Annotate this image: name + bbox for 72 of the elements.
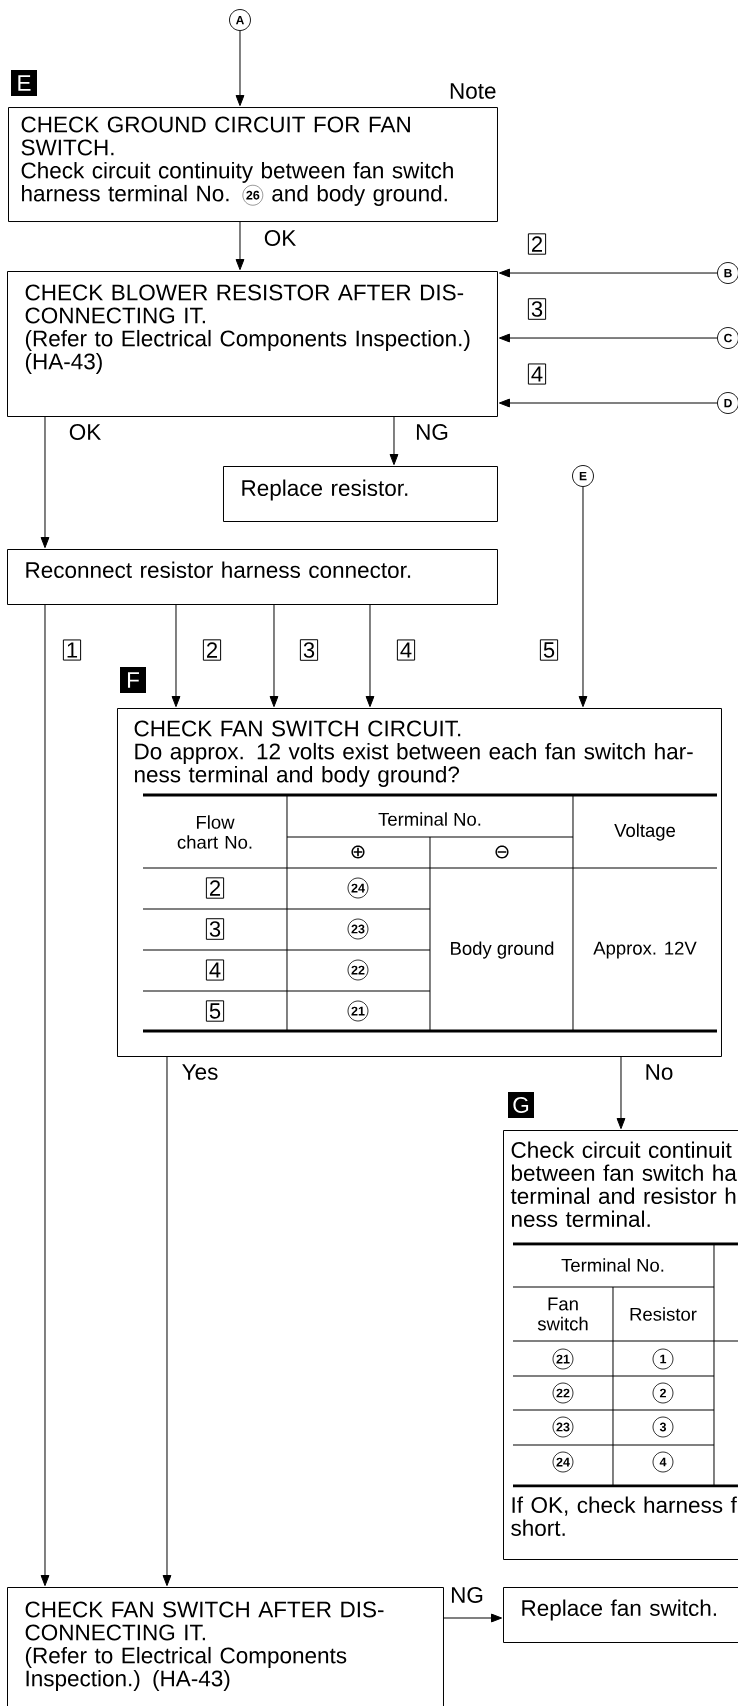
circled-number: 24 [552, 1451, 574, 1473]
process-box: CHECK FAN SWITCH AFTER DIS- CONNECTING IT. (Refer to Electrical Components Inspection.) (HA-43) [7, 1587, 444, 1706]
arrow [162, 1056, 172, 1587]
arrow [498, 398, 718, 408]
circled-number: 22 [347, 959, 369, 981]
process-box: CHECK BLOWER RESISTOR AFTER DIS- CONNECTING IT. (Refer to Electrical Components Inspection.) (HA-43) [7, 271, 498, 417]
node-label: Check circuit continuit between fan switch ha terminal and resistor h ness terminal. [510, 1141, 737, 1228]
edge-label: NG [449, 1586, 485, 1604]
table-cell: Resistor [630, 1307, 697, 1321]
node-label: 26 [246, 190, 260, 200]
step-badge: G [508, 1092, 534, 1118]
table-cell: Flow chart No. [177, 815, 252, 849]
circled-number: 3 [652, 1416, 674, 1438]
boxed-number: 4 [527, 363, 547, 385]
process-box: Reconnect resistor harness connector. [7, 549, 498, 605]
arrow [498, 268, 718, 278]
polarity-symbol: ⊖ [495, 845, 509, 859]
arrow [40, 416, 50, 549]
edge-label: Yes [180, 1063, 220, 1081]
node-label: CHECK GROUND CIRCUIT FOR FAN SWITCH. [21, 116, 410, 156]
circled-number: 23 [347, 918, 369, 940]
edge-label: No [643, 1063, 675, 1081]
step-badge: F [120, 667, 146, 693]
circled-number: 21 [347, 1000, 369, 1022]
boxed-number: 1 [62, 639, 82, 661]
circled-number: 1 [652, 1348, 674, 1370]
arrow [498, 333, 718, 343]
arrow [171, 604, 181, 708]
boxed-number: 3 [299, 639, 319, 661]
table-cell: Fan switch [537, 1297, 588, 1331]
boxed-number: 2 [202, 639, 222, 661]
arrow [578, 486, 588, 708]
arrow [389, 416, 399, 466]
table-cell: Terminal No. [378, 812, 481, 826]
edge-label: NG [414, 423, 450, 441]
boxed-number: 5 [205, 1000, 225, 1022]
boxed-number: 4 [396, 639, 416, 661]
circled-number: 22 [552, 1382, 574, 1404]
arrow [269, 604, 279, 708]
process-box: Replace fan switch. [503, 1587, 738, 1643]
circled-number: 2 [652, 1382, 674, 1404]
arrow [443, 1613, 503, 1623]
node-label: and body ground. [272, 184, 447, 206]
arrow [40, 604, 50, 1587]
process-box: CHECK GROUND CIRCUIT FOR FAN SWITCH. Check circuit continuity between fan switch harness terminal No. 26 and body ground. [8, 107, 498, 222]
circled-number: 23 [552, 1416, 574, 1438]
circled-number: 24 [347, 877, 369, 899]
step-badge: E [11, 70, 37, 96]
arrow [365, 604, 375, 708]
boxed-number: 4 [205, 959, 225, 981]
boxed-number: 2 [527, 233, 547, 255]
table-cell: Approx. 12V [593, 941, 697, 959]
node-label: If OK, check harness f short. [511, 1496, 737, 1537]
circled-number: 21 [552, 1348, 574, 1370]
edge-label: OK [262, 229, 298, 247]
boxed-number: 5 [539, 639, 559, 661]
edge-label: OK [67, 423, 103, 441]
boxed-number: 3 [527, 298, 547, 320]
node-label: harness terminal No. [22, 184, 229, 202]
circled-number: 4 [652, 1451, 674, 1473]
arrow [235, 221, 245, 271]
table-cell: Body ground [451, 941, 554, 959]
arrow [235, 30, 245, 107]
process-box: Replace resistor. [223, 466, 498, 522]
arrow [616, 1056, 626, 1130]
note-text: Note [450, 83, 496, 99]
polarity-symbol: ⊕ [351, 845, 365, 859]
boxed-number: 2 [205, 877, 225, 899]
table-cell: Voltage [614, 823, 676, 841]
node-label: Check circuit continuity between fan switch [21, 161, 453, 183]
table-cell: Terminal No. [561, 1258, 664, 1272]
boxed-number: 3 [205, 918, 225, 940]
